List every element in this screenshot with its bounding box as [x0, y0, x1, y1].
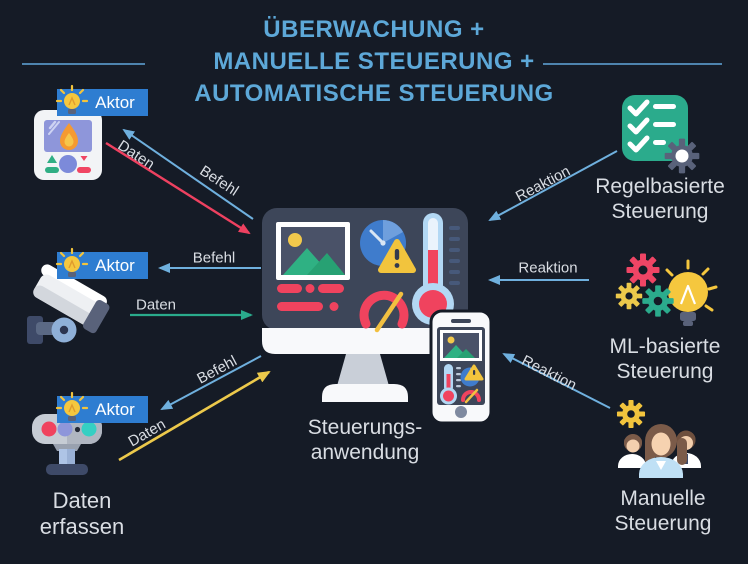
title-line-1: ÜBERWACHUNG + — [263, 16, 485, 43]
caption-ml-basierte-line2: Steuerung — [616, 359, 714, 383]
caption-daten-erfassen-line1: Daten — [52, 488, 112, 513]
caption-manuelle-steuerung: Manuelle Steuerung — [583, 487, 743, 537]
actor-badges — [55, 84, 148, 423]
arrow-label-reaktion-ml: Reaktion — [518, 259, 578, 277]
caption-regelbasierte-steuerung: Regelbasierte Steuerung — [580, 175, 740, 225]
actor-label-text-thermostat: Aktor — [95, 93, 135, 112]
thermometer-scale-ticks — [449, 226, 460, 285]
arrow-reaktion-manual — [502, 353, 611, 409]
dashboard-text-bars — [277, 284, 344, 311]
cctv-camera-icon — [27, 264, 110, 344]
mini-thermometer-ticks — [456, 367, 461, 388]
arrow-daten-thermostat — [105, 141, 251, 235]
smartphone-dashboard-icon — [429, 309, 493, 425]
thermostat-icon — [34, 110, 102, 180]
actor-label-text-sensor: Aktor — [95, 400, 135, 419]
caption-daten-erfassen-line2: erfassen — [39, 513, 125, 539]
arrow-befehl-thermostat — [122, 128, 254, 220]
actor-label-text-camera: Aktor — [95, 256, 135, 275]
title-line-2: MANUELLE STEUERUNG + — [213, 48, 535, 75]
arrow-befehl-sensor — [160, 355, 262, 410]
caption-daten-erfassen: Daten erfassen — [12, 488, 152, 540]
arrow-reaktion-rule — [488, 150, 618, 221]
title-divider-left — [22, 63, 145, 65]
motion-sensor-icon — [32, 414, 102, 475]
caption-regelbasierte-line1: Regelbasierte — [595, 175, 725, 198]
caption-ml-basierte-line1: ML-basierte — [609, 335, 721, 358]
caption-steuerungsanwendung-line2: anwendung — [310, 440, 420, 464]
caption-steuerungsanwendung: Steuerungs- anwendung — [280, 416, 450, 466]
title-divider-right — [543, 63, 722, 65]
team-gear-icon — [616, 399, 701, 478]
caption-manuelle-line1: Manuelle — [620, 487, 706, 510]
dashboard-monitor-icon — [262, 208, 468, 402]
title-line-3: AUTOMATISCHE STEUERUNG — [194, 80, 554, 107]
arrow-label-befehl-camera: Befehl — [192, 249, 236, 267]
arrows — [105, 128, 618, 462]
caption-regelbasierte-line2: Steuerung — [611, 199, 709, 223]
checklist-gear-icon — [622, 95, 700, 174]
caption-steuerungsanwendung-line1: Steuerungs- — [307, 416, 423, 439]
arrow-label-daten-camera: Daten — [135, 296, 177, 314]
arrow-daten-sensor — [118, 370, 271, 462]
gears-lightbulb-icon — [615, 253, 718, 326]
caption-ml-basierte-steuerung: ML-basierte Steuerung — [585, 335, 745, 385]
caption-manuelle-line2: Steuerung — [614, 511, 712, 535]
